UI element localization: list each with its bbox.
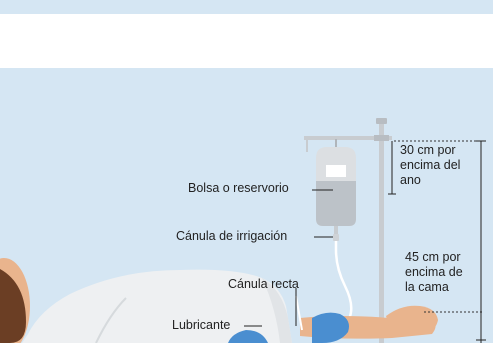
measure-above-anus: 30 cm por encima del ano xyxy=(400,143,461,187)
callout-lines xyxy=(244,189,333,327)
measure-brackets xyxy=(388,140,486,343)
top-band xyxy=(0,0,493,14)
enema-bag xyxy=(316,147,356,234)
iv-pole xyxy=(304,118,392,343)
illustration xyxy=(0,118,486,343)
measure-above-bed: 45 cm por encima de la cama xyxy=(405,250,463,294)
rectal-cannula xyxy=(295,295,303,331)
rectal-cannula-label: Cánula recta xyxy=(228,277,299,291)
lubricant-label: Lubricante xyxy=(172,318,231,332)
bag-label: Bolsa o reservorio xyxy=(188,181,289,195)
gloved-hands xyxy=(228,312,349,343)
irrigation-cannula-label: Cánula de irrigación xyxy=(176,229,288,243)
tube-clamp xyxy=(333,234,339,241)
enema-diagram: Bolsa o reservorio Cánula de irrigación … xyxy=(0,68,493,343)
